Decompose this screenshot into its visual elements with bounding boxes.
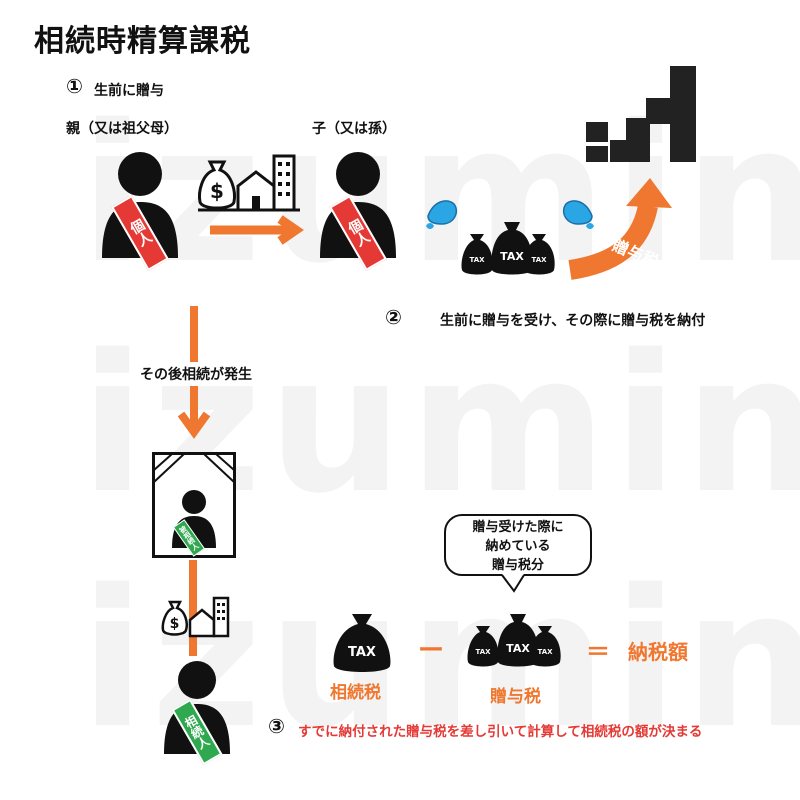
tax-bag-text: TAX [475,648,491,656]
bubble-line-3: 贈与税分 [491,558,544,573]
step2-label: 生前に贈与を受け、その際に贈与税を納付 [440,313,706,329]
tax-bag-text: TAX [469,256,485,264]
bubble-line-1: 贈与受けた際に [472,520,564,535]
child-label: 子（又は孫） [312,121,396,137]
bubble-line-2: 納めている [485,539,551,554]
dollar-sign-small: $ [170,616,180,632]
tax-bag-text: TAX [531,256,547,264]
formula-payable-tax: 納税額 [628,640,688,664]
money-bag-house-building-icon: $ [198,154,300,212]
step1-number: ① [66,74,83,98]
formula-equals: ＝ [586,638,610,666]
sweat-drop-icon [562,200,594,229]
step1-label: 生前に贈与 [94,83,164,99]
inheritance-event-label: その後相続が発生 [140,362,252,386]
tax-bag-text: TAX [537,648,553,656]
inheritance-tax-bag-icon: TAX [333,614,391,672]
gift-tax-payment-arrow [568,178,672,280]
gift-arrow-right [210,215,304,245]
tax-bags-icon: TAX TAX TAX [461,222,555,275]
tax-bag-text: TAX [506,642,530,655]
tax-bag-text: TAX [348,645,376,660]
tax-office-building-icon [586,66,696,162]
tax-bag-text: TAX [500,250,524,263]
money-bag-building-small-icon: $ [161,596,230,638]
dollar-sign: $ [210,179,224,203]
sweat-drop-icon [426,200,458,229]
formula-inheritance-tax-label: 相続税 [330,683,381,703]
gift-tax-paid-bubble: 贈与受けた際に 納めている 贈与税分 [444,514,592,576]
formula-minus: ー [418,636,445,666]
step2-number: ② [385,305,402,329]
gift-tax-bags-icon: TAX TAX TAX [467,614,561,667]
parent-label: 親（又は祖父母） [66,121,178,137]
step3-number: ③ [268,714,285,738]
inheritance-connector-line [189,560,197,656]
step3-label: すでに納付された贈与税を差し引いて計算して相続税の額が決まる [298,724,703,740]
formula-gift-tax-label: 贈与税 [490,687,541,707]
bubble-tail [501,574,525,593]
page-title: 相続時精算課税 [34,24,251,59]
